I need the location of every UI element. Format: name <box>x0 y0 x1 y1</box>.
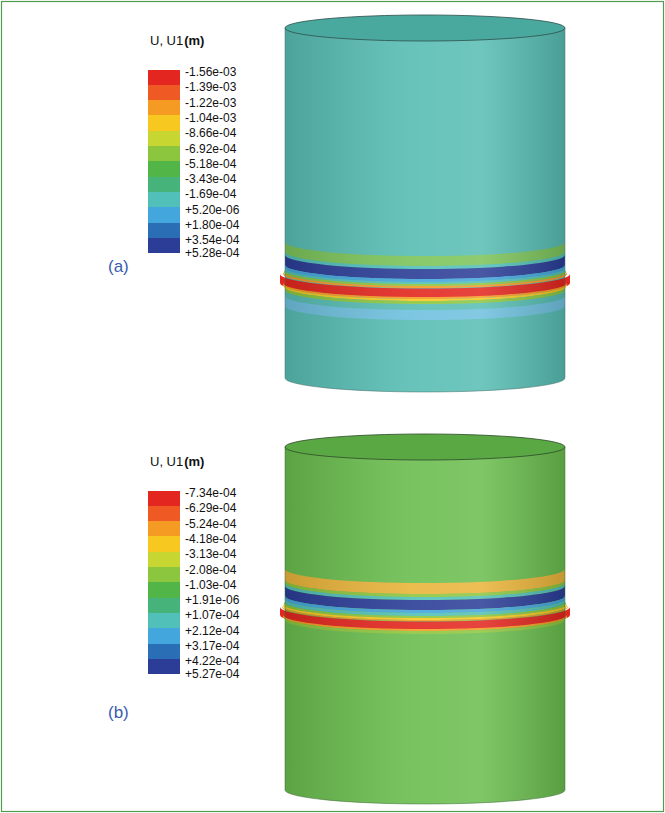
legend-row: +3.17e-04 <box>185 636 239 651</box>
legend-row: +3.54e-04 <box>185 230 239 245</box>
legend-value: -1.56e-03 <box>185 65 236 79</box>
legend-value: +3.54e-04 <box>185 233 239 247</box>
legend-value: +4.22e-04 <box>185 654 239 668</box>
legend-row: -1.56e-03 <box>185 62 236 77</box>
legend-value: -1.04e-03 <box>185 111 236 125</box>
legend-row: +5.20e-06 <box>185 200 239 215</box>
legend-swatch <box>148 207 180 222</box>
legend-value: +5.27e-04 <box>185 667 239 682</box>
legend-value: +5.20e-06 <box>185 203 239 217</box>
legend-swatch <box>148 659 180 674</box>
legend-value: -5.24e-04 <box>185 517 236 531</box>
legend-swatch <box>148 552 180 567</box>
legend-swatch <box>148 146 180 161</box>
legend-swatch <box>148 613 180 628</box>
legend-value: +1.07e-04 <box>185 608 239 622</box>
legend-swatch <box>148 238 180 253</box>
legend-value: -6.29e-04 <box>185 501 236 515</box>
legend-swatch <box>148 70 180 85</box>
legend-swatch <box>148 506 180 521</box>
panel-label: (a) <box>108 258 129 275</box>
legend-value: -2.08e-04 <box>185 563 236 577</box>
legend-row: -8.66e-04 <box>185 123 236 138</box>
legend-row: +1.91e-06 <box>185 590 239 605</box>
legend-row: -3.43e-04 <box>185 169 236 184</box>
legend-row: +2.12e-04 <box>185 621 239 636</box>
legend-swatch <box>148 628 180 643</box>
legend-row: +1.80e-04 <box>185 215 239 230</box>
legend-value: +1.91e-06 <box>185 593 239 607</box>
legend-value: -6.92e-04 <box>185 142 236 156</box>
legend-row: -1.39e-03 <box>185 77 236 92</box>
legend-swatch <box>148 521 180 536</box>
legend-swatch <box>148 131 180 146</box>
legend-value: -1.69e-04 <box>185 187 236 201</box>
panel-label: (b) <box>108 704 129 721</box>
legend-row: -2.08e-04 <box>185 560 236 575</box>
legend-row: -4.18e-04 <box>185 529 236 544</box>
legend-swatch <box>148 598 180 613</box>
legend-value: -4.18e-04 <box>185 532 236 546</box>
legend-unit: (m) <box>184 34 204 47</box>
legend-value: -7.34e-04 <box>185 486 236 500</box>
legend-swatch <box>148 177 180 192</box>
legend-value: -5.18e-04 <box>185 157 236 171</box>
legend-swatch <box>148 567 180 582</box>
legend-row: -6.29e-04 <box>185 498 236 513</box>
legend-row: -1.69e-04 <box>185 184 236 199</box>
legend-swatch <box>148 223 180 238</box>
legend-row: -3.13e-04 <box>185 544 236 559</box>
legend-swatch <box>148 115 180 130</box>
legend-swatch <box>148 582 180 597</box>
legend-value: +5.28e-04 <box>185 246 239 261</box>
legend-swatch <box>148 192 180 207</box>
legend-value: +1.80e-04 <box>185 218 239 232</box>
legend-swatch <box>148 85 180 100</box>
legend-unit: (m) <box>184 455 204 468</box>
legend-value: +2.12e-04 <box>185 624 239 638</box>
legend-value: -3.43e-04 <box>185 172 236 186</box>
legend-row: -1.22e-03 <box>185 93 236 108</box>
legend-swatch <box>148 491 180 506</box>
legend-row: +4.22e-04 <box>185 651 239 666</box>
legend-row: +1.07e-04 <box>185 605 239 620</box>
legend-value: -1.39e-03 <box>185 80 236 94</box>
legend-title: U, U1 <box>150 455 183 468</box>
legend-value: -8.66e-04 <box>185 126 236 140</box>
legend-value: -3.13e-04 <box>185 547 236 561</box>
legend-row: -5.18e-04 <box>185 154 236 169</box>
legend-row: -7.34e-04 <box>185 483 236 498</box>
legend-title: U, U1 <box>150 34 183 47</box>
legend-value: -1.22e-03 <box>185 96 236 110</box>
legend-row: -1.03e-04 <box>185 575 236 590</box>
legend-swatch <box>148 644 180 659</box>
legend-row: -6.92e-04 <box>185 139 236 154</box>
cylinder-a <box>280 15 570 392</box>
legend-value: -1.03e-04 <box>185 578 236 592</box>
legend-swatch <box>148 536 180 551</box>
legend-row: -1.04e-03 <box>185 108 236 123</box>
legend-swatch <box>148 161 180 176</box>
legend-value: +3.17e-04 <box>185 639 239 653</box>
legend-row: -5.24e-04 <box>185 514 236 529</box>
cylinder-b <box>280 434 570 804</box>
legend-swatch <box>148 100 180 115</box>
